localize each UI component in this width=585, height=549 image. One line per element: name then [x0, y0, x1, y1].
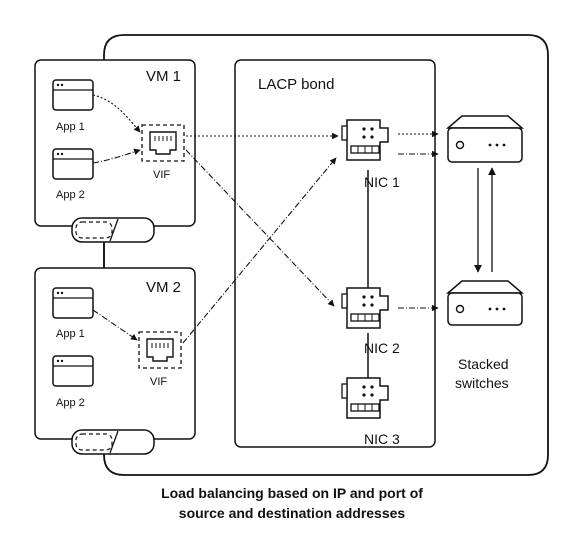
lacp-bond-title: LACP bond: [258, 76, 334, 93]
vm2-app2-window-icon: [52, 355, 94, 387]
vm2-title: VM 2: [146, 279, 181, 296]
stacked-switches-label-line1: Stacked: [458, 356, 509, 372]
caption-line1: Load balancing based on IP and port of: [161, 485, 423, 501]
nic2-label: NIC 2: [364, 340, 400, 356]
vm2-app1-window-icon: [52, 287, 94, 319]
vm1-app1-label: App 1: [56, 121, 85, 133]
vm1-title: VM 1: [146, 68, 181, 85]
vm2-vif-port-icon: [138, 331, 182, 369]
lacp-bond-box: [234, 59, 436, 448]
vm2-app1-label: App 1: [56, 328, 85, 340]
switch2-icon: [445, 280, 525, 326]
caption-line2: source and destination addresses: [179, 505, 406, 521]
vm1-app1-window-icon: [52, 79, 94, 111]
nic2-card-icon: [341, 287, 389, 329]
nic1-label: NIC 1: [364, 174, 400, 190]
flow-vm1-app2-to-vif: [92, 148, 141, 164]
nic1-card-icon: [341, 119, 389, 161]
vm1-vif-label: VIF: [153, 169, 170, 181]
stacked-switches-label-line2: switches: [455, 375, 509, 391]
vm2-vif-label: VIF: [150, 376, 167, 388]
vm2-app2-label: App 2: [56, 397, 85, 409]
host-frame: [103, 34, 549, 476]
flow-vm1-app1-to-vif: [92, 94, 141, 133]
flow-vm1-vif-to-nic2: [185, 149, 335, 307]
vm1-vif-port-icon: [141, 124, 185, 162]
vm2: VM 2 App 1 App 2 VIF: [34, 267, 196, 440]
flow-vm2-vif-to-nic1: [182, 157, 337, 344]
flow-vm2-app1-to-vif: [92, 309, 138, 341]
vm1-disk-icon: [71, 217, 155, 243]
vm1-app2-window-icon: [52, 148, 94, 180]
nic3-card-icon: [341, 377, 389, 419]
vm1: VM 1 App 1 App 2 VIF: [34, 59, 196, 227]
nic3-label: NIC 3: [364, 431, 400, 447]
vm2-disk-icon: [71, 429, 155, 455]
vm1-app2-label: App 2: [56, 189, 85, 201]
switch1-icon: [445, 115, 525, 163]
